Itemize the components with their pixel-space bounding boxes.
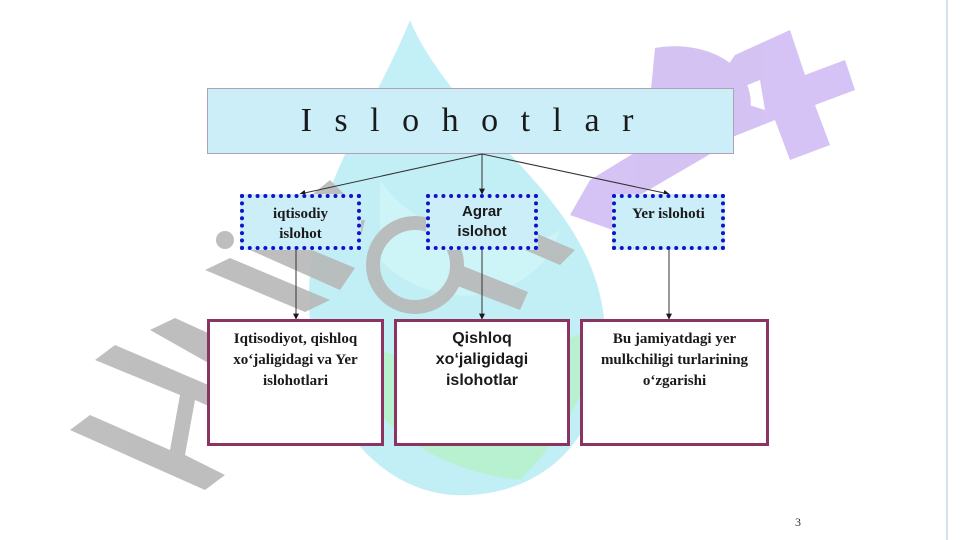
detail-text: Iqtisodiyot, qishloq xo‘jaligidagi va Ye… (233, 331, 358, 389)
category-label: Agrar islohot (457, 203, 507, 240)
detail-box-qishloq: Qishloq xo‘jaligidagi islohotlar (394, 319, 570, 446)
connector-title-to-category-3 (481, 153, 670, 196)
connector-title-to-category-1 (299, 153, 483, 196)
diagram-title: I s l o h o t l a r (300, 102, 641, 139)
detail-text: Qishloq xo‘jaligidagi islohotlar (435, 330, 529, 389)
category-box-iqtisodiy: iqtisodiy islohot (240, 194, 361, 250)
right-edge-line (946, 0, 948, 540)
category-box-yer: Yer islohoti (612, 194, 725, 250)
category-box-agrar: Agrar islohot (426, 194, 538, 250)
detail-text: Bu jamiyatdagi yer mulkchiligi turlarini… (600, 331, 749, 389)
detail-box-yer-mulkchiligi: Bu jamiyatdagi yer mulkchiligi turlarini… (580, 319, 769, 446)
watermark-letter-h (70, 345, 255, 490)
category-label: iqtisodiy islohot (272, 206, 329, 242)
page-number: 3 (795, 515, 801, 529)
detail-box-iqtisodiyot: Iqtisodiyot, qishloq xo‘jaligidagi va Ye… (207, 319, 384, 446)
title-box: I s l o h o t l a r (207, 88, 734, 154)
category-label: Yer islohoti (632, 206, 705, 222)
